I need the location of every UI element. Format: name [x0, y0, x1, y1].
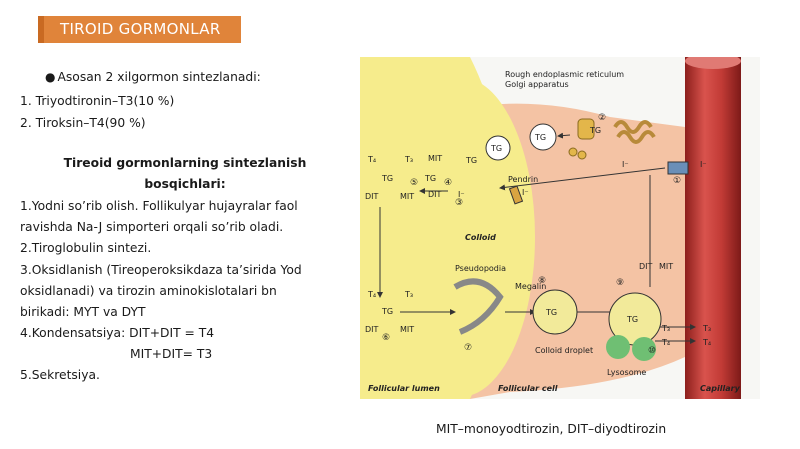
label-tg-b: TG — [424, 174, 436, 183]
step-number-1: ① — [673, 176, 681, 186]
label-dit-b: DIT — [428, 190, 442, 199]
section-heading-line-2: bosqichlari: — [144, 177, 226, 191]
label-colloid-droplet: Colloid droplet — [535, 346, 593, 355]
step-number-7: ⑦ — [464, 343, 472, 353]
step-3a: 3.Oksidlanish (Tireoperoksikdaza ta’siri… — [20, 263, 302, 277]
arrow-tg-out — [557, 132, 571, 139]
intro-text: Asosan 2 xilgormon sintezlanadi: — [45, 70, 260, 84]
label-iodide-b: I⁻ — [522, 188, 529, 197]
label-tg-a: TG — [381, 174, 393, 183]
lysosome-1 — [606, 335, 630, 359]
label-iodide-d: I⁻ — [700, 160, 707, 169]
step-number-3: ③ — [455, 198, 463, 208]
figure-svg: Rough endoplasmic reticulum Golgi appara… — [360, 57, 760, 399]
thyroid-synthesis-figure: Rough endoplasmic reticulum Golgi appara… — [360, 57, 760, 399]
label-tg-3: TG — [589, 126, 601, 135]
label-t3-c: T₃ — [661, 324, 670, 333]
label-t4-d: T₄ — [702, 338, 711, 347]
step-1a: 1.Yodni so’rib olish. Follikulyar hujayr… — [20, 199, 298, 213]
step-number-10: ⑩ — [648, 346, 656, 356]
label-mit-c: MIT — [400, 325, 414, 334]
lysosome-2 — [632, 337, 656, 361]
label-follicular-cell: Follicular cell — [498, 384, 558, 393]
label-tg-2: TG — [490, 144, 502, 153]
step-3c: birikadi: MYT va DYT — [20, 305, 146, 319]
label-mit-d: MIT — [659, 262, 673, 271]
tg-vesicle-2 — [485, 135, 511, 161]
pseudopodia — [453, 278, 504, 335]
label-dit-a: DIT — [365, 192, 379, 201]
label-megalin: Megalin — [515, 282, 546, 291]
label-capillary: Capillary — [700, 384, 741, 393]
rer-golgi-group — [568, 118, 656, 160]
label-tg-1: TG — [534, 133, 546, 142]
nis-symporter — [667, 161, 689, 175]
step-1b: ravishda Na-J simporteri orqali so’rib o… — [20, 220, 284, 234]
hormone-list-item-1: 1. Triyodtironin–T3(10 %) — [20, 94, 175, 108]
section-heading-line-1: Tireoid gormonlarning sintezlanish — [63, 156, 307, 170]
step-3b: oksidlanadi) va tirozin aminokislotalari… — [20, 284, 277, 298]
step-4a: 4.Kondensatsiya: DIT+DIT = T4 — [20, 326, 215, 340]
label-t3-b: T₃ — [404, 290, 413, 299]
label-iodide-a: I⁻ — [458, 190, 465, 199]
step-number-4: ④ — [444, 178, 452, 188]
hormone-list-item-2: 2. Tiroksin–T4(90 %) — [20, 116, 146, 130]
label-lysosome: Lysosome — [607, 368, 646, 377]
step-number-8: ⑧ — [538, 276, 546, 286]
step-number-6: ⑥ — [382, 333, 390, 343]
label-mit-a: MIT — [400, 192, 414, 201]
colloid-droplet — [532, 289, 578, 335]
step-2: 2.Tiroglobulin sintezi. — [20, 241, 152, 255]
capillary-opening — [685, 57, 741, 69]
label-pseudopodia: Pseudopodia — [455, 264, 506, 273]
step-4b: MIT+DIT= T3 — [130, 347, 213, 361]
step-number-2: ② — [598, 113, 606, 123]
label-t4-a: T₄ — [367, 155, 376, 164]
label-golgi: Golgi apparatus — [505, 80, 569, 89]
label-tg-e: TG — [545, 308, 557, 317]
colloid-region — [385, 77, 535, 397]
label-colloid: Colloid — [465, 233, 496, 242]
label-tg-f: TG — [626, 315, 638, 324]
label-t3-a: T₃ — [404, 155, 413, 164]
label-tg-d: TG — [381, 307, 393, 316]
slide-title: TIROID GORMONLAR — [38, 16, 241, 43]
label-mit-b: MIT — [428, 154, 442, 163]
step-number-9: ⑨ — [616, 278, 624, 288]
step-number-5: ⑤ — [410, 178, 418, 188]
label-dit-d: DIT — [639, 262, 653, 271]
label-tg-c: TG — [465, 156, 477, 165]
label-follicular-lumen: Follicular lumen — [368, 384, 440, 393]
capillary-vessel — [685, 57, 741, 399]
tg-vesicle-1 — [529, 123, 557, 151]
label-t3-d: T₃ — [702, 324, 711, 333]
label-dit-c: DIT — [365, 325, 379, 334]
label-iodide-c: I⁻ — [622, 160, 629, 169]
arrow-iodide — [499, 167, 666, 191]
pendrin-channel — [508, 185, 524, 205]
figure-caption: MIT–monoyodtirozin, DIT–diyodtirozin — [436, 422, 667, 436]
label-t4-b: T₄ — [367, 290, 376, 299]
step-5: 5.Sekretsiya. — [20, 368, 100, 382]
label-pendrin: Pendrin — [508, 175, 538, 184]
label-rer: Rough endoplasmic reticulum — [505, 70, 624, 79]
label-t4-c: T₄ — [661, 338, 670, 347]
